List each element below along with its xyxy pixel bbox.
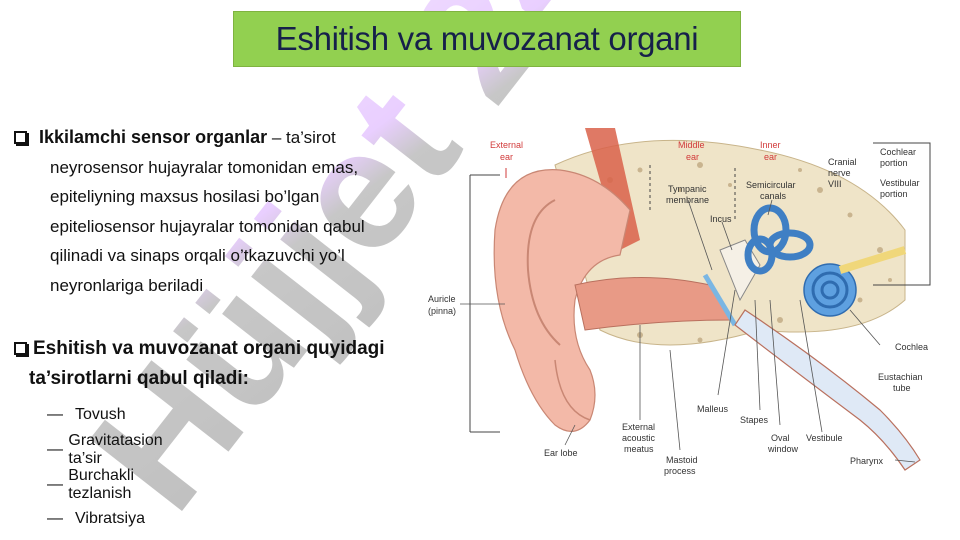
label-oval-window-1: Oval bbox=[771, 433, 790, 443]
leader-lines bbox=[460, 199, 916, 463]
label-auricle-2: (pinna) bbox=[428, 306, 456, 316]
list-item-text: Burchakli tezlanish bbox=[68, 466, 135, 502]
label-cranial-nerve-2: nerve bbox=[828, 168, 851, 178]
label-ear-lobe: Ear lobe bbox=[544, 448, 578, 458]
label-tympanic-membrane-1: Tympanic bbox=[668, 184, 707, 194]
dash-icon: — bbox=[47, 441, 63, 459]
bullet1-line-3: epiteliosensor hujayralar tomonidan qabu… bbox=[50, 216, 365, 236]
title-box: Eshitish va muvozanat organi bbox=[233, 11, 741, 67]
label-pharynx: Pharynx bbox=[850, 456, 884, 466]
label-inner-ear-1: Inner bbox=[760, 140, 781, 150]
label-vestibular-portion-2: portion bbox=[880, 189, 908, 199]
dash-icon: — bbox=[47, 406, 63, 424]
label-eustachian-tube-2: tube bbox=[893, 383, 911, 393]
bullet-stimuli-heading: Eshitish va muvozanat organi quyidagi ta… bbox=[14, 334, 434, 394]
label-cochlear-portion-1: Cochlear bbox=[880, 147, 916, 157]
label-stapes: Stapes bbox=[740, 415, 769, 425]
stimuli-list: — Tovush — Gravitatasion ta’sir — Burchakli… bbox=[47, 398, 169, 537]
auricle bbox=[493, 169, 631, 432]
label-external-ear-2: ear bbox=[500, 152, 513, 162]
tympanic-membrane-shape bbox=[702, 273, 738, 327]
bullet1-line-0: – ta’sirot bbox=[267, 128, 336, 147]
auricle-inner bbox=[526, 199, 561, 346]
list-item-text: Tovush bbox=[75, 406, 126, 424]
bullet1-line-1: neyrosensor hujayralar tomonidan emas, bbox=[50, 157, 359, 177]
list-item: — Gravitatasion ta’sir bbox=[47, 432, 169, 468]
label-cranial-nerve-1: Cranial bbox=[828, 157, 857, 167]
label-eustachian-tube-1: Eustachian bbox=[878, 372, 923, 382]
bullet2-line-1: Eshitish va muvozanat organi quyidagi bbox=[33, 338, 385, 359]
label-tympanic-membrane-2: membrane bbox=[666, 195, 709, 205]
label-semicircular-canals-2: canals bbox=[760, 191, 787, 201]
bullet1-line-2: epiteliyning maxsus hosilasi bo’lgan bbox=[50, 187, 320, 206]
ear-lobe bbox=[554, 359, 591, 421]
label-external-ear-1: External bbox=[490, 140, 523, 150]
bone-texture bbox=[607, 162, 892, 343]
dash-icon: — bbox=[47, 510, 63, 528]
bullet1-lead: Ikkilamchi sensor organlar bbox=[39, 127, 268, 147]
cochlea-shape bbox=[803, 263, 857, 317]
label-cranial-nerve-3: VIII bbox=[828, 179, 842, 189]
label-cochlea: Cochlea bbox=[895, 342, 928, 352]
label-external-acoustic-meatus-3: meatus bbox=[624, 444, 654, 454]
label-vestibule: Vestibule bbox=[806, 433, 843, 443]
bullet1-line-4: qilinadi va sinaps orqali o’tkazuvchi yo… bbox=[50, 246, 345, 265]
list-item-text: Vibratsiya bbox=[75, 510, 145, 528]
list-item: — Tovush bbox=[47, 398, 169, 433]
cranial-nerve-shape bbox=[838, 246, 907, 274]
bullet2-line-2: ta’sirotlarni qabul qiladi: bbox=[29, 368, 249, 389]
label-external-acoustic-meatus-2: acoustic bbox=[622, 433, 656, 443]
label-auricle-1: Auricle bbox=[428, 294, 456, 304]
label-vestibular-portion-1: Vestibular bbox=[880, 178, 920, 188]
list-item-text: Gravitatasion ta’sir bbox=[68, 432, 163, 468]
label-middle-ear-1: Middle bbox=[678, 140, 705, 150]
eustachian-tube-shape bbox=[734, 309, 921, 471]
label-mastoid-process-1: Mastoid bbox=[666, 455, 698, 465]
slide-title: Eshitish va muvozanat organi bbox=[275, 20, 699, 57]
label-semicircular-canals-1: Semicircular bbox=[746, 180, 796, 190]
label-middle-ear-2: ear bbox=[686, 152, 699, 162]
dash-icon: — bbox=[47, 475, 63, 493]
label-oval-window-2: window bbox=[767, 444, 799, 454]
label-external-acoustic-meatus-1: External bbox=[622, 422, 655, 432]
list-item: — Burchakli tezlanish bbox=[47, 467, 169, 502]
bullet-secondary-sensory: Ikkilamchi sensor organlar – ta’sirot ne… bbox=[14, 123, 434, 300]
checkbox-bullet-icon bbox=[14, 131, 27, 144]
label-malleus: Malleus bbox=[697, 404, 729, 414]
label-cochlear-portion-2: portion bbox=[880, 158, 908, 168]
label-inner-ear-2: ear bbox=[764, 152, 777, 162]
bullet1-line-5: neyronlariga beriladi bbox=[50, 275, 204, 295]
bracket-lines bbox=[469, 142, 931, 433]
label-mastoid-process-2: process bbox=[664, 466, 696, 476]
label-incus: Incus bbox=[710, 214, 732, 224]
ear-anatomy-figure: External ear Middle ear Inner ear Crania… bbox=[428, 128, 931, 476]
checkbox-bullet-icon bbox=[14, 342, 27, 355]
list-item: — Vibratsiya bbox=[47, 502, 169, 537]
